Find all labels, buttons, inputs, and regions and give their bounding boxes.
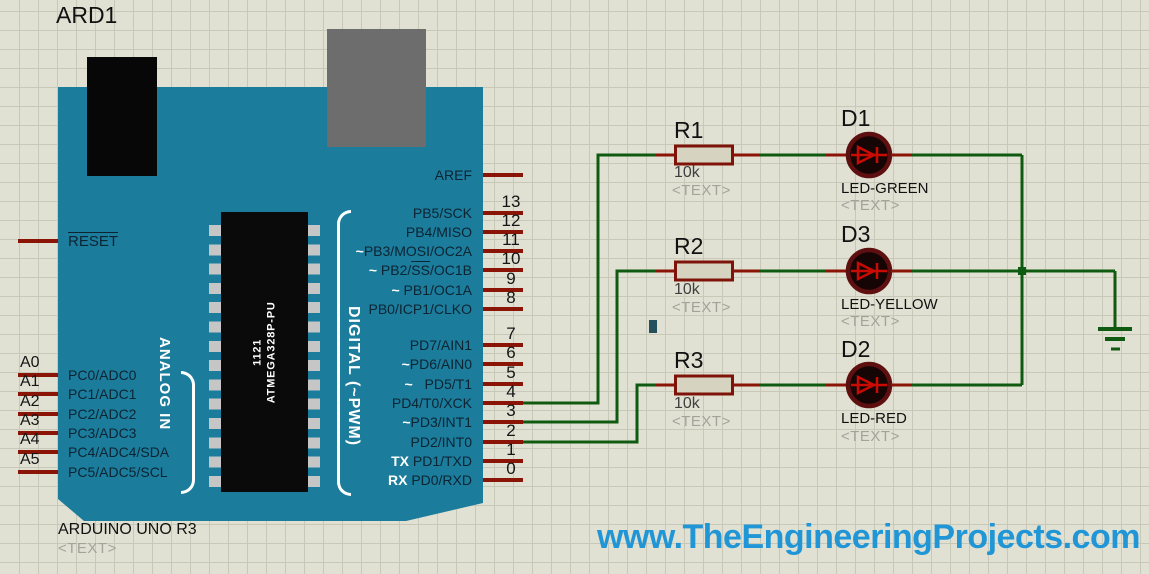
arduino-ref[interactable]: ARD1 — [56, 2, 118, 28]
pin-label-11: ~PB3/MOSI/OC2A — [355, 243, 472, 259]
d2-text-placeholder: <TEXT> — [841, 428, 900, 445]
r1-text-placeholder: <TEXT> — [672, 182, 731, 199]
pin-number-11: 11 — [502, 230, 520, 249]
pin-label-0: RX PD0/RXD — [387, 472, 472, 488]
pin-number-0: 0 — [506, 459, 516, 478]
r3-ref[interactable]: R3 — [674, 347, 704, 373]
wires[interactable] — [523, 153, 1117, 444]
pin-number-3: 3 — [506, 401, 516, 420]
r1-ref[interactable]: R1 — [674, 117, 704, 143]
led-d2[interactable] — [826, 361, 912, 409]
pin-label-2: PD2/INT0 — [410, 434, 472, 450]
pin-number-a0: A0 — [20, 354, 40, 371]
resistor-r1[interactable] — [656, 144, 760, 166]
pin-label-10: ~ PB2/SS/OC1B — [368, 262, 472, 278]
pin-label-pc3: PC3/ADC3 — [68, 425, 137, 441]
wire-pin3-r2[interactable] — [523, 269, 656, 424]
chip-legs-right — [307, 225, 320, 489]
left-pin-stubs[interactable] — [18, 239, 58, 474]
pin-number-a3: A3 — [20, 412, 40, 429]
digital-group-label: DIGITAL (~PWM) — [345, 306, 362, 447]
ground-symbol[interactable] — [1098, 327, 1132, 351]
pin-number-8: 8 — [506, 288, 516, 307]
power-jack[interactable] — [87, 57, 157, 176]
pin-number-9: 9 — [506, 269, 516, 288]
pin-label-9: ~ PB1/OC1A — [391, 282, 472, 298]
origin-marker — [649, 320, 657, 333]
r1-value[interactable]: 10k — [674, 164, 700, 181]
led-d3[interactable] — [826, 247, 912, 295]
pin-label-aref: AREF — [434, 167, 472, 183]
pin-number-1: 1 — [506, 440, 516, 459]
wire-junction[interactable] — [1018, 267, 1026, 275]
d1-model[interactable]: LED-GREEN — [841, 180, 929, 197]
pin-number-7: 7 — [506, 324, 516, 343]
resistor-r2[interactable] — [656, 260, 760, 282]
r2-value[interactable]: 10k — [674, 281, 700, 298]
pin-label-pc2: PC2/ADC2 — [68, 406, 137, 422]
reset-label: RESET — [68, 233, 119, 250]
arduino-text-placeholder: <TEXT> — [58, 540, 117, 557]
pin-number-12: 12 — [501, 211, 521, 230]
pin-label-6: ~PD6/AIN0 — [401, 356, 472, 372]
pin-label-1: TX PD1/TXD — [391, 453, 472, 469]
wire-pin2-r3[interactable] — [523, 383, 656, 444]
pin-label-8: PB0/ICP1/CLKO — [368, 301, 473, 317]
d3-model[interactable]: LED-YELLOW — [841, 296, 938, 313]
r3-value[interactable]: 10k — [674, 395, 700, 412]
atmega328p-chip[interactable]: 1121 ATMEGA328P-PU — [221, 212, 308, 492]
pin-number-6: 6 — [506, 343, 516, 362]
pin-number-5: 5 — [506, 363, 516, 382]
led-d1[interactable] — [826, 131, 912, 179]
pin-number-10: 10 — [501, 249, 521, 268]
pin-label-7: PD7/AIN1 — [409, 337, 472, 353]
arduino-part-name: ARDUINO UNO R3 — [58, 521, 197, 538]
r2-ref[interactable]: R2 — [674, 233, 704, 259]
pin-label-5: ~ PD5/T1 — [404, 376, 472, 392]
pin-number-2: 2 — [506, 421, 516, 440]
wire-pin4-r1[interactable] — [523, 153, 656, 405]
right-pin-stubs[interactable] — [483, 173, 523, 482]
pin-number-a5: A5 — [20, 451, 40, 468]
analog-group-label: ANALOG IN — [156, 337, 173, 431]
watermark: www.TheEngineeringProjects.com — [597, 518, 1140, 556]
d3-text-placeholder: <TEXT> — [841, 313, 900, 330]
d1-text-placeholder: <TEXT> — [841, 197, 900, 214]
pin-number-a4: A4 — [20, 431, 40, 448]
usb-connector[interactable] — [327, 29, 426, 147]
pin-number-4: 4 — [506, 382, 516, 401]
pin-label-3: ~PD3/INT1 — [402, 414, 472, 430]
pin-label-4: PD4/T0/XCK — [391, 395, 472, 411]
pin-label-pc5: PC5/ADC5/SCL — [68, 464, 168, 480]
pin-label-13: PB5/SCK — [412, 205, 472, 221]
r3-text-placeholder: <TEXT> — [672, 413, 731, 430]
pin-number-a1: A1 — [20, 373, 40, 390]
d2-ref[interactable]: D2 — [841, 336, 871, 362]
pin-label-pc4: PC4/ADC4/SDA — [68, 444, 170, 460]
pin-label-pc1: PC1/ADC1 — [68, 386, 137, 402]
d3-ref[interactable]: D3 — [841, 221, 871, 247]
pin-number-13: 13 — [501, 192, 521, 211]
pin-number-a2: A2 — [20, 393, 40, 410]
resistor-r3[interactable] — [656, 374, 760, 396]
d2-model[interactable]: LED-RED — [841, 410, 907, 427]
d1-ref[interactable]: D1 — [841, 105, 871, 131]
r2-text-placeholder: <TEXT> — [672, 299, 731, 316]
pin-label-12: PB4/MISO — [405, 224, 472, 240]
pin-label-pc0: PC0/ADC0 — [68, 367, 137, 383]
digital-pins-bracket — [337, 210, 351, 496]
chip-legs-left — [209, 225, 222, 489]
